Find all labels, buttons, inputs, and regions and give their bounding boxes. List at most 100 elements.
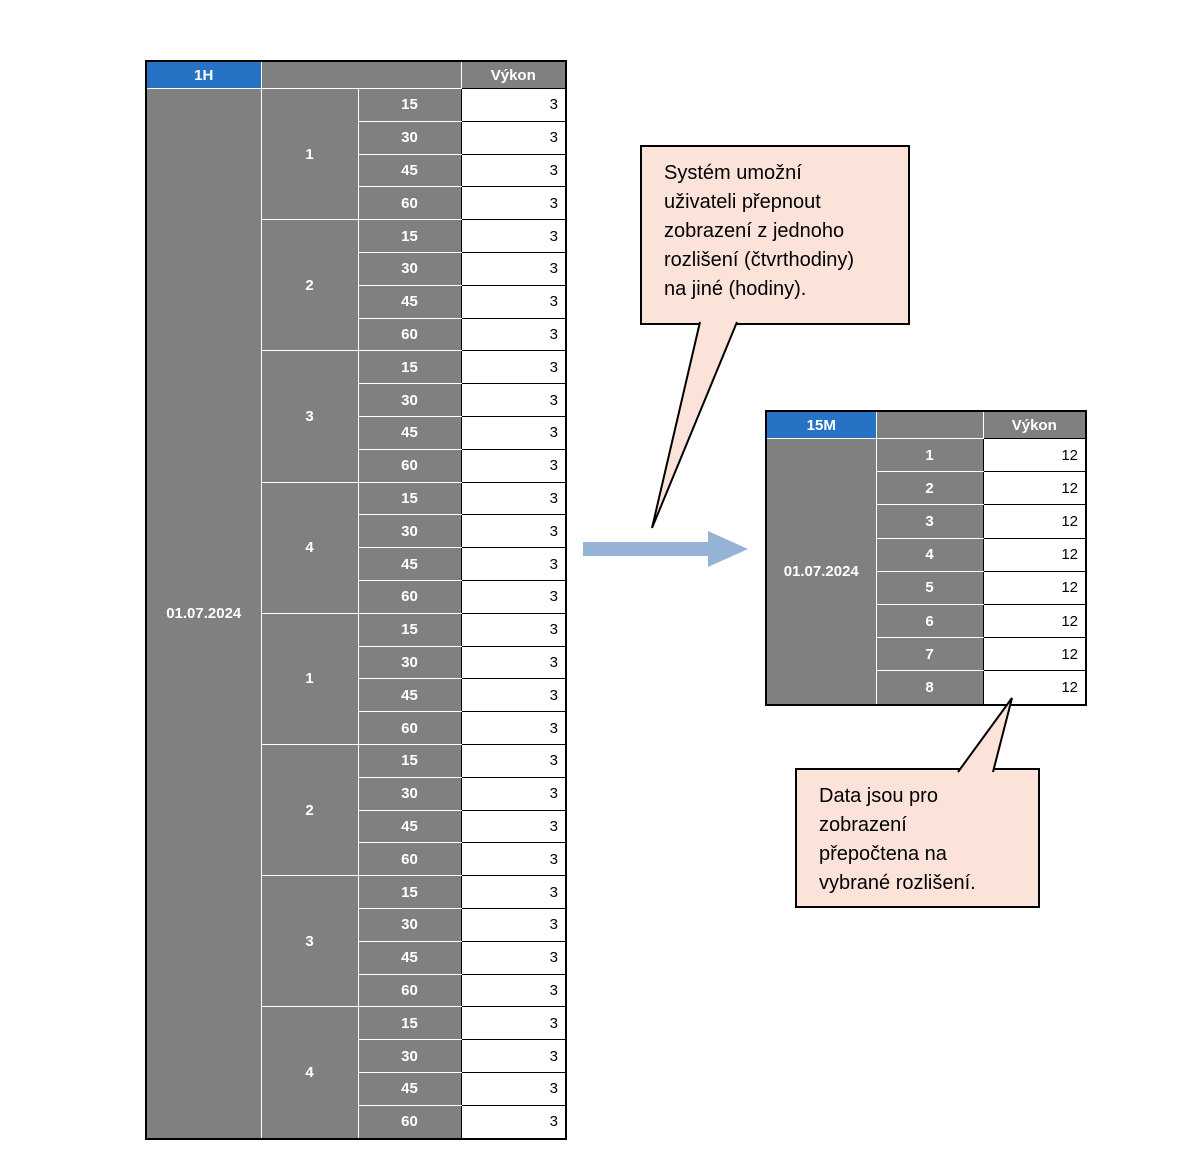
- left-resolution-badge: 1H: [145, 60, 262, 89]
- quarter-minute-cell: 30: [357, 907, 462, 942]
- quarter-minute-cell: 45: [357, 678, 462, 713]
- quarter-minute-cell: 15: [357, 350, 462, 385]
- right-table-header-row: 15M Výkon: [765, 410, 1087, 439]
- quarter-minute-cell: 15: [357, 88, 462, 122]
- quarter-minute-cell: 15: [357, 219, 462, 253]
- quarter-minute-cell: 30: [357, 514, 462, 549]
- quarter-minute-cell: 60: [357, 448, 462, 483]
- quarter-minute-cell: 60: [357, 317, 462, 352]
- interval-label-cell: 6: [875, 603, 984, 639]
- hour-group-cell: 4: [260, 1006, 359, 1139]
- power-value-cell: 3: [460, 645, 567, 680]
- power-value-cell: 3: [460, 743, 567, 778]
- power-value-cell: 3: [460, 1039, 567, 1073]
- hour-group-cell: 1: [260, 612, 359, 745]
- power-value-cell: 3: [460, 678, 567, 713]
- quarter-minute-cell: 60: [357, 842, 462, 877]
- interval-label-cell: 1: [875, 437, 984, 473]
- interval-label-cell: 5: [875, 570, 984, 605]
- power-value-cell: 12: [982, 570, 1087, 605]
- power-value-cell: 3: [460, 88, 567, 122]
- quarter-minute-cell: 15: [357, 1006, 462, 1041]
- transform-right-arrow-icon: [583, 531, 748, 567]
- power-value-cell: 12: [982, 537, 1087, 572]
- right-value-column-header: Výkon: [982, 410, 1087, 439]
- interval-label-cell: 7: [875, 637, 984, 672]
- right-resolution-badge: 15M: [765, 410, 877, 439]
- quarter-minute-cell: 30: [357, 645, 462, 680]
- left-date-cell: 01.07.2024: [145, 88, 262, 1139]
- hour-group-cell: 3: [260, 350, 359, 483]
- power-value-cell: 12: [982, 637, 1087, 672]
- quarter-minute-cell: 60: [357, 973, 462, 1008]
- power-value-cell: 3: [460, 875, 567, 909]
- power-value-cell: 12: [982, 603, 1087, 639]
- power-value-cell: 3: [460, 383, 567, 417]
- power-value-cell: 3: [460, 284, 567, 319]
- callout-switch-resolution: Systém umožní uživateli přepnout zobraze…: [640, 145, 910, 325]
- left-value-column-header: Výkon: [460, 60, 567, 89]
- power-value-cell: 3: [460, 547, 567, 581]
- power-value-cell: 3: [460, 579, 567, 614]
- quarter-minute-cell: 60: [357, 711, 462, 745]
- quarter-minute-cell: 45: [357, 284, 462, 319]
- callout-recalc-pointer-tail: [957, 697, 1013, 773]
- quarter-minute-cell: 15: [357, 875, 462, 909]
- quarter-minute-cell: 45: [357, 547, 462, 581]
- power-value-cell: 3: [460, 907, 567, 942]
- power-value-cell: 3: [460, 776, 567, 811]
- callout-switch-pointer-tail: [651, 321, 738, 529]
- power-value-cell: 3: [460, 1006, 567, 1041]
- callout-recalculated-data: Data jsou pro zobrazení přepočtena na vy…: [795, 768, 1040, 908]
- quarter-minute-cell: 15: [357, 612, 462, 647]
- callout-recalculated-data-text: Data jsou pro zobrazení přepočtena na vy…: [819, 785, 976, 894]
- power-value-cell: 3: [460, 219, 567, 253]
- power-value-cell: 3: [460, 153, 567, 188]
- quarter-minute-cell: 45: [357, 940, 462, 975]
- hour-group-cell: 3: [260, 875, 359, 1008]
- interval-label-cell: 3: [875, 504, 984, 539]
- power-value-cell: 3: [460, 1104, 567, 1140]
- hour-group-cell: 2: [260, 743, 359, 877]
- power-value-cell: 3: [460, 350, 567, 385]
- power-value-cell: 3: [460, 120, 567, 155]
- quarter-minute-cell: 30: [357, 1039, 462, 1073]
- power-value-cell: 3: [460, 711, 567, 745]
- quarter-minute-cell: 45: [357, 415, 462, 450]
- quarter-minute-cell: 45: [357, 153, 462, 188]
- power-value-cell: 3: [460, 809, 567, 844]
- quarter-minute-cell: 30: [357, 776, 462, 811]
- quarter-minute-cell: 30: [357, 383, 462, 417]
- interval-label-cell: 2: [875, 471, 984, 506]
- power-value-cell: 12: [982, 504, 1087, 539]
- quarter-minute-cell: 45: [357, 1071, 462, 1106]
- interval-label-cell: 8: [875, 670, 984, 705]
- quarter-minute-cell: 60: [357, 1104, 462, 1140]
- power-value-cell: 3: [460, 448, 567, 483]
- power-value-cell: 12: [982, 471, 1087, 506]
- power-value-cell: 3: [460, 612, 567, 647]
